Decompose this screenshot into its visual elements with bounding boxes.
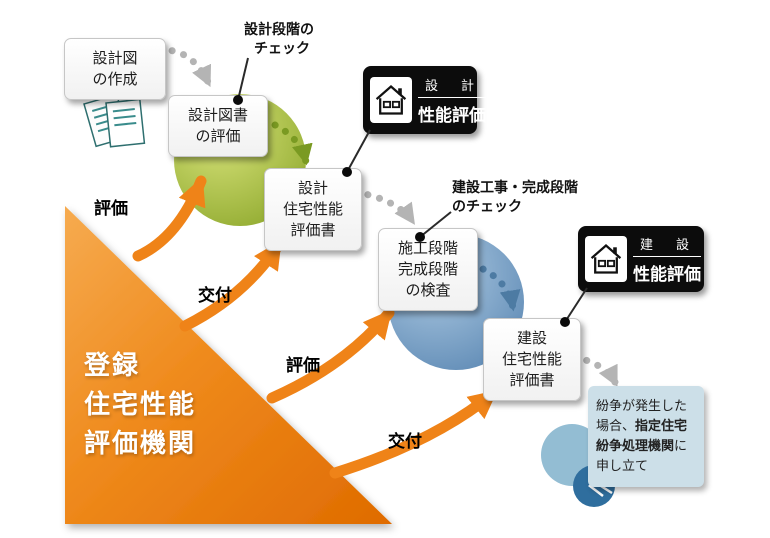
badge-text: 設 計 性能評価 — [418, 75, 486, 126]
box-line: の作成 — [92, 71, 138, 88]
flow-label-issue-construction: 交付 — [388, 432, 422, 451]
dispute-text: 紛争が発生した場合、 — [596, 398, 688, 434]
dispute-text-bold: 指定住宅紛争処理機関 — [596, 418, 688, 454]
box-line: の評価 — [195, 128, 241, 145]
callout-design-stage-check: 設計段階の チェック — [244, 20, 314, 58]
badge-design-performance-evaluation: 設 計 性能評価 — [363, 66, 486, 134]
box-design-doc-evaluation: 設計図書 の評価 — [168, 95, 268, 157]
box-line: 設計 — [297, 180, 328, 197]
callout-line: のチェック — [452, 197, 522, 214]
box-line: 住宅性能 — [282, 201, 343, 218]
box-line: 完成段階 — [397, 261, 458, 278]
callout-line: 設計段階の — [244, 21, 314, 37]
box-line: 建設 — [516, 330, 547, 347]
organization-title-line: 評価機関 — [84, 428, 197, 458]
house-icon — [370, 77, 412, 123]
box-line: 評価書 — [290, 222, 336, 239]
box-construction-performance-report: 建設 住宅性能 評価書 — [483, 318, 581, 401]
box-design-performance-report: 設計 住宅性能 評価書 — [264, 168, 362, 251]
box-line: の検査 — [405, 282, 451, 299]
callout-line: 建設工事・完成段階 — [452, 179, 578, 195]
box-line: 施工段階 — [397, 240, 458, 257]
dotted-arrow-design-report-to-inspection — [352, 188, 417, 226]
badge-category: 設 計 — [418, 75, 486, 98]
organization-title-line: 登録 — [84, 350, 141, 380]
box-line: 設計図 — [92, 50, 138, 67]
dotted-arrow-inspection-to-construction-report — [468, 260, 521, 312]
dispute-note: 紛争が発生した場合、指定住宅紛争処理機関に申し立て — [588, 386, 704, 487]
box-line: 設計図書 — [187, 107, 248, 124]
connector-line-design-badge — [346, 129, 371, 173]
dotted-arrow-evaluation-to-design-report — [260, 116, 313, 166]
organization-title: 登録 住宅性能 評価機関 — [84, 346, 196, 463]
flow-label-evaluate-design: 評価 — [94, 199, 128, 218]
badge-category: 建 設 — [633, 234, 701, 257]
flow-label-evaluate-construction: 評価 — [286, 356, 320, 375]
orange-arrow-evaluate-design — [132, 175, 207, 262]
box-construction-inspection: 施工段階 完成段階 の検査 — [378, 228, 478, 311]
dotted-arrow-creation-to-evaluation — [156, 46, 213, 88]
box-design-creation: 設計図 の作成 — [64, 38, 166, 100]
dotted-arrow-report-to-dispute — [571, 353, 620, 388]
flow-label-issue-design: 交付 — [198, 286, 232, 305]
badge-label: 性能評価 — [633, 264, 701, 284]
box-line: 評価書 — [509, 372, 555, 389]
connector-line-design-check — [237, 57, 249, 101]
organization-title-line: 住宅性能 — [84, 389, 197, 419]
callout-construction-stage-check: 建設工事・完成段階 のチェック — [452, 178, 578, 216]
box-line: 住宅性能 — [501, 351, 562, 368]
badge-construction-performance-evaluation: 建 設 性能評価 — [578, 226, 704, 292]
documents-icon — [83, 93, 146, 148]
callout-line: チェック — [254, 39, 310, 56]
badge-text: 建 設 性能評価 — [633, 234, 701, 285]
house-icon — [585, 236, 627, 282]
connector-line-construction-badge — [564, 287, 588, 323]
badge-label: 性能評価 — [418, 105, 486, 125]
